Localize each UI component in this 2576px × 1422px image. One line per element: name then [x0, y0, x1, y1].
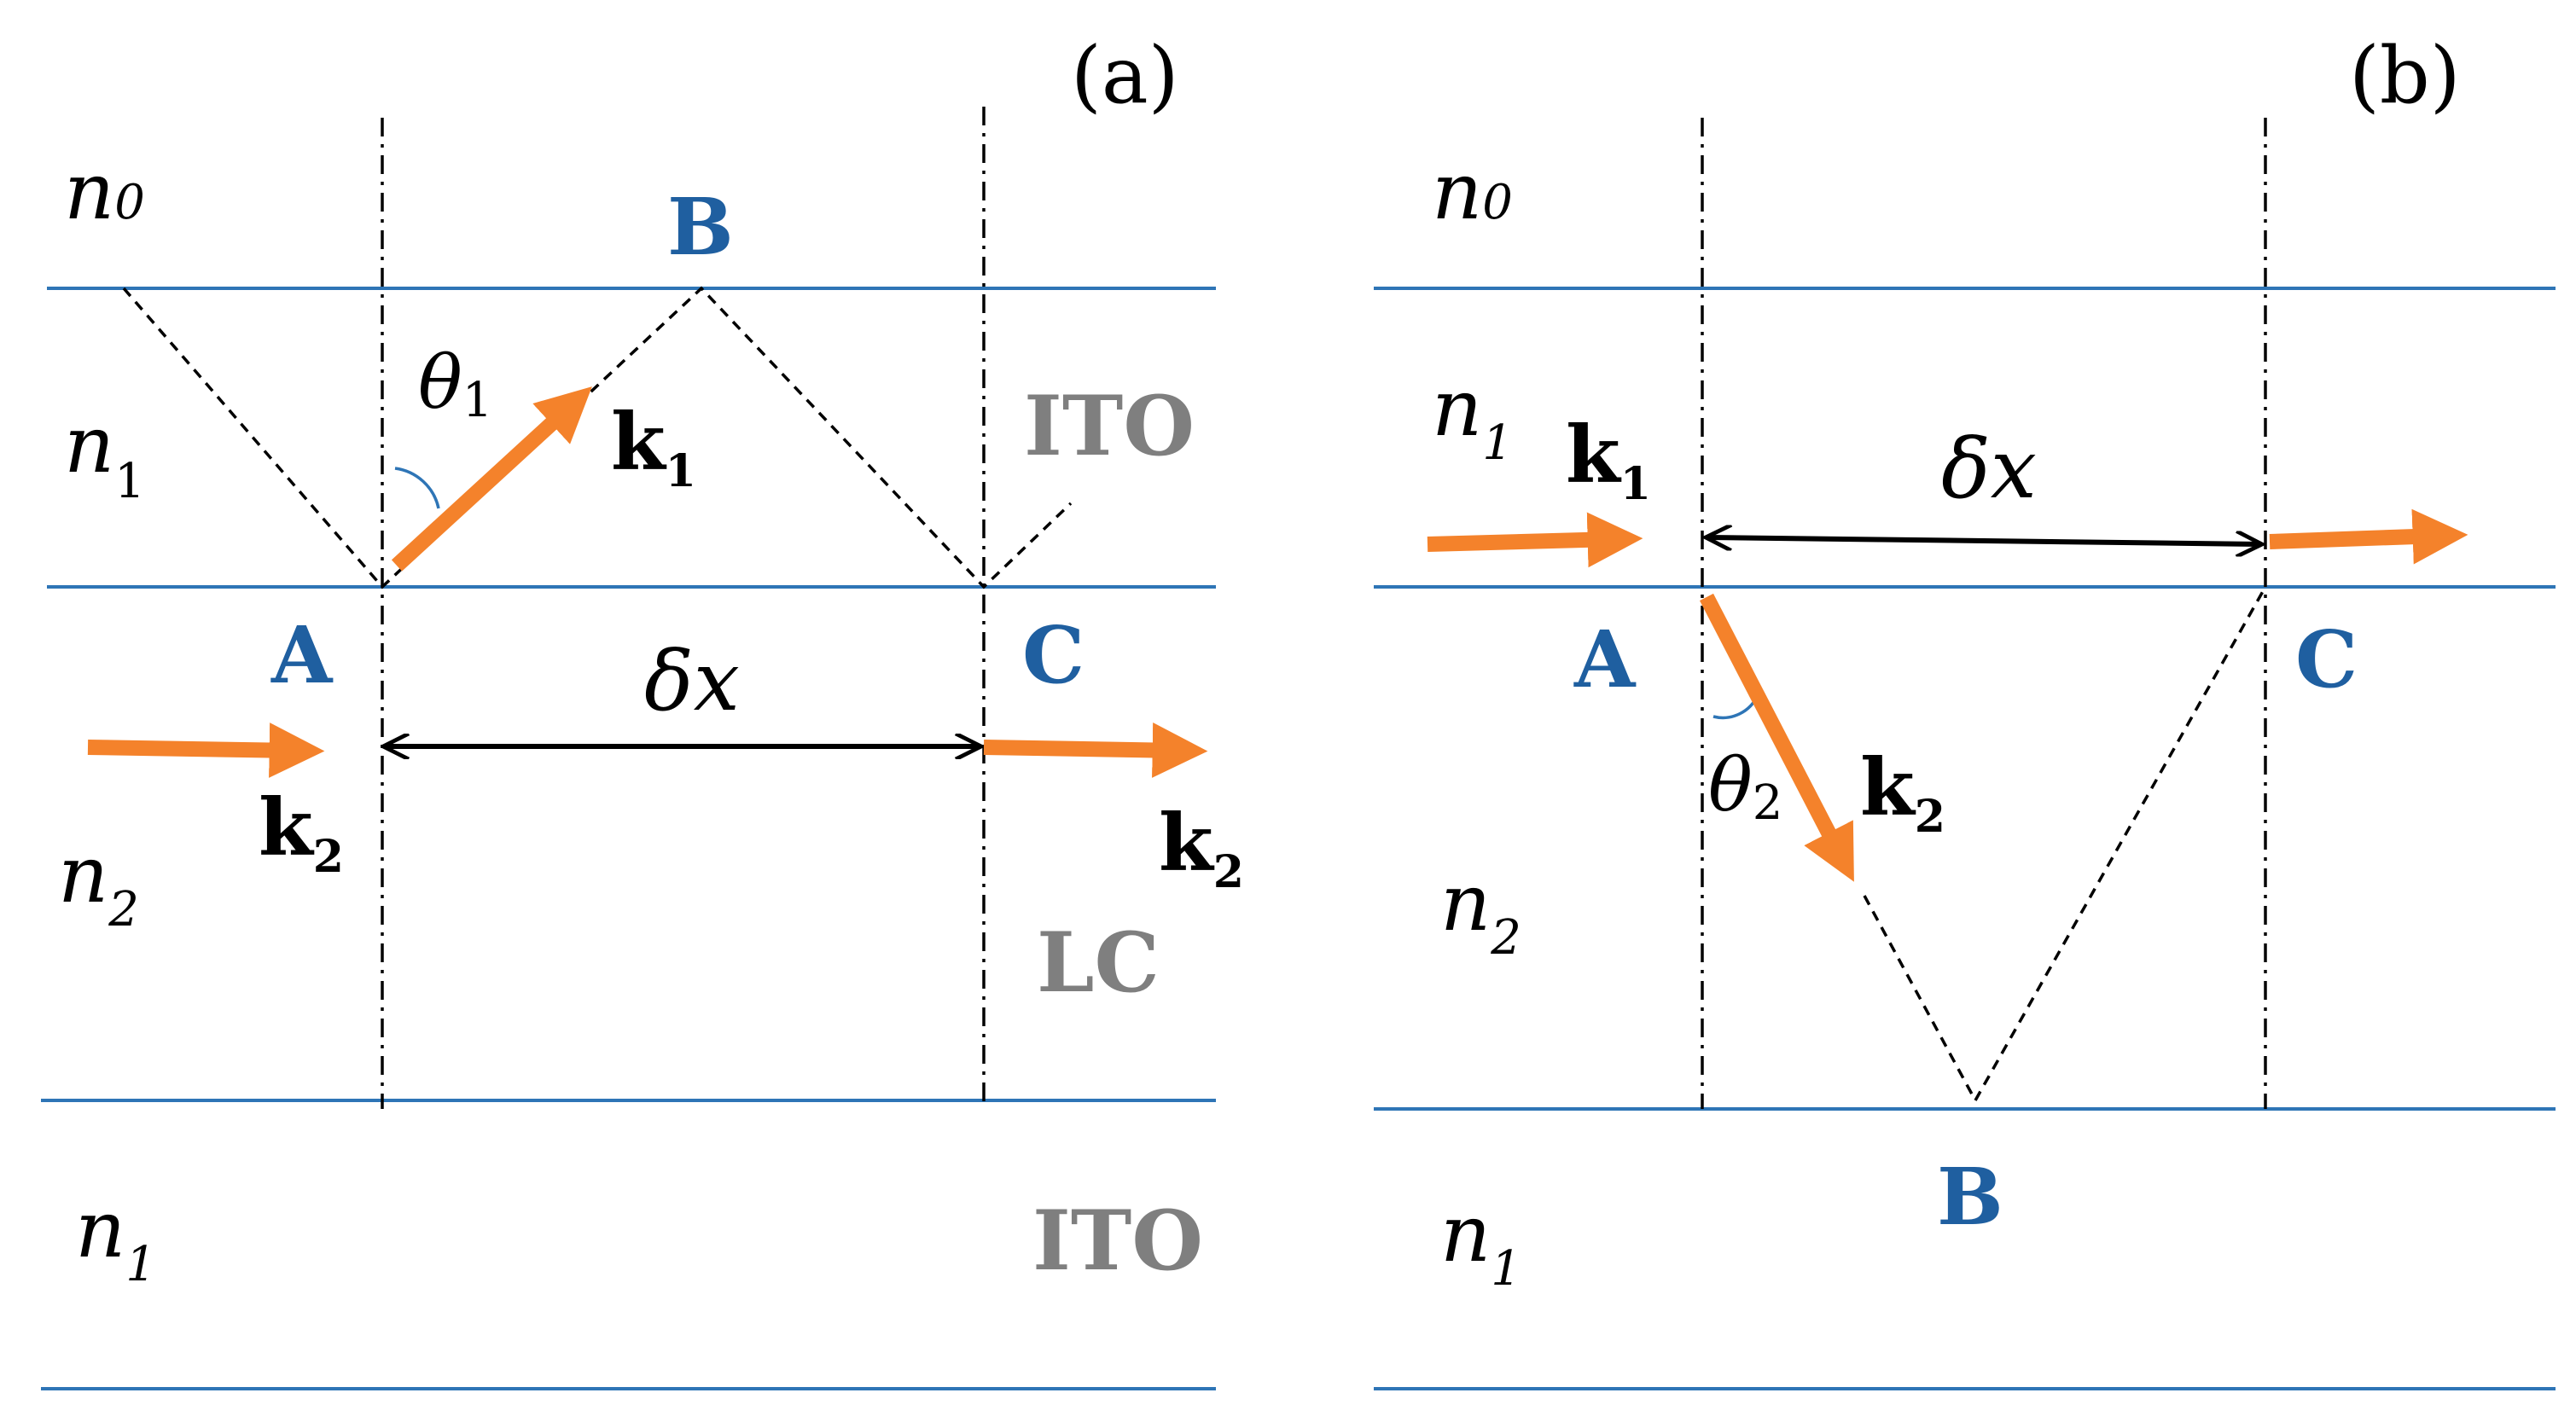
panel-a-point-b-label: B: [667, 181, 734, 273]
panel-a-n2-label: n2: [58, 829, 139, 937]
panel-a-lc-label: LC: [1037, 914, 1160, 1011]
panel-b-shift-arrow: [1708, 537, 2259, 544]
panel-b: (b) n0 n1 n2 n1 A B C θ2 k1 k2: [1374, 30, 2556, 1390]
panel-a-k1-label: k1: [611, 396, 696, 497]
panel-a-k2-right-label: k2: [1159, 797, 1244, 898]
panel-b-k2-arrow: [1700, 593, 1854, 882]
panel-a-point-a-label: A: [270, 609, 334, 701]
panel-b-n1-bottom-label: n1: [1440, 1188, 1521, 1297]
panel-b-point-a-label: A: [1573, 613, 1637, 705]
panel-b-n0-label: n0: [1432, 146, 1513, 237]
panel-a-n0-label: n0: [64, 146, 145, 237]
panel-b-shift-label: δx: [1941, 421, 2037, 517]
panel-b-k1-label: k1: [1566, 409, 1651, 510]
panel-b-point-b-label: B: [1937, 1151, 2003, 1243]
panel-b-k2-label: k2: [1860, 741, 1945, 843]
panel-b-n2-label: n2: [1440, 857, 1521, 966]
panel-a-ito-bottom-label: ITO: [1032, 1193, 1203, 1289]
panel-a-shift-label: δx: [644, 634, 740, 729]
panel-b-ray-path: [1863, 586, 2267, 1104]
panel-a-k2-left-label: k2: [259, 781, 344, 883]
panel-b-theta-label: θ2: [1708, 743, 1782, 831]
panel-a-k1-arrow: [391, 386, 592, 572]
panel-a-label: (a): [1071, 30, 1179, 121]
panel-a: (a) n0 n1 n2 n1 A B C ITO LC ITO θ1: [41, 30, 1244, 1390]
panel-a-point-c-label: C: [1022, 609, 1084, 701]
panel-a-ito-top-label: ITO: [1024, 378, 1195, 474]
panel-a-k2-output-arrow: [983, 723, 1208, 778]
panel-a-theta-label: θ1: [418, 340, 492, 428]
panel-b-output-arrow: [2269, 508, 2468, 565]
panel-b-n1-top-label: n1: [1432, 363, 1513, 471]
panel-b-k1-incident-arrow: [1427, 512, 1643, 568]
panel-a-ray-path: [122, 286, 1073, 589]
panel-a-angle-arc: [394, 467, 440, 509]
panel-a-n1-top-label: n1: [64, 399, 145, 509]
panel-a-n1-bottom-label: n1: [75, 1184, 156, 1292]
panel-b-label: (b): [2349, 30, 2461, 121]
panel-b-point-c-label: C: [2295, 613, 2358, 705]
panel-a-k2-incident-arrow: [87, 723, 325, 778]
